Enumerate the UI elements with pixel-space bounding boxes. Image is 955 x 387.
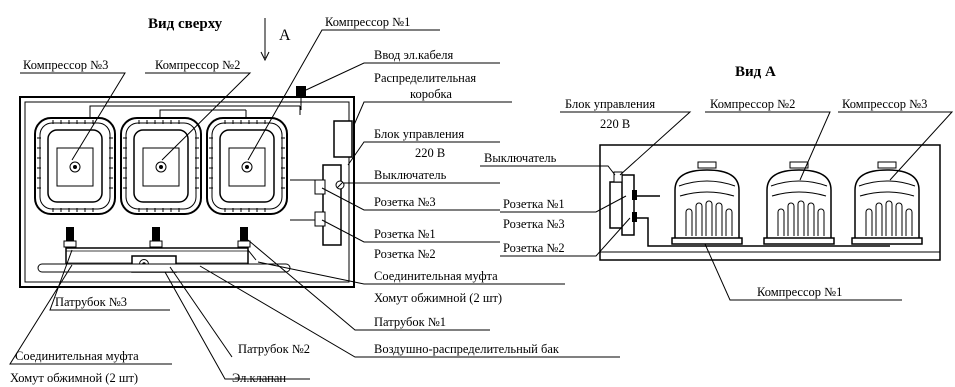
label-nozzle-3: Патрубок №3 xyxy=(55,295,127,309)
switch-side xyxy=(613,171,623,183)
label-socket-3-top: Розетка №3 xyxy=(374,195,436,209)
label-compressor-1-top: Компрессор №1 xyxy=(325,15,410,29)
label-coupling-left: Соединительная муфта xyxy=(15,349,139,363)
compressor-2-top xyxy=(120,117,202,215)
label-socket-3-side: Розетка №3 xyxy=(503,217,565,231)
label-control-unit-1: Блок управления xyxy=(374,127,464,141)
label-compressor-2-side: Компрессор №2 xyxy=(710,97,795,111)
label-junction-box-2: коробка xyxy=(410,87,452,101)
label-compressor-2-top: Компрессор №2 xyxy=(155,58,240,72)
compressor-3-side xyxy=(851,161,923,245)
control-unit-top xyxy=(314,164,345,246)
compressor-1-top xyxy=(206,117,288,215)
label-switch-top: Выключатель xyxy=(374,168,447,182)
label-cable-input: Ввод эл.кабеля xyxy=(374,48,453,62)
label-nozzle-1: Патрубок №1 xyxy=(374,315,446,329)
label-junction-box-1: Распределительная xyxy=(374,71,476,85)
wiring xyxy=(89,105,301,122)
label-compressor-3-top: Компрессор №3 xyxy=(23,58,108,72)
label-air-tank: Воздушно-распределительный бак xyxy=(374,342,560,356)
label-valve: Эл.клапан xyxy=(232,371,286,385)
compressor-2-side xyxy=(763,161,835,245)
cable-input xyxy=(296,86,306,110)
nozzles xyxy=(63,227,251,248)
top-frame-outer xyxy=(19,96,355,288)
label-socket-2-side: Розетка №2 xyxy=(503,241,565,255)
label-socket-1-side: Розетка №1 xyxy=(503,197,565,211)
view-a-title: Вид А xyxy=(735,64,776,80)
top-frame-inner xyxy=(24,101,350,283)
side-frame xyxy=(599,144,941,261)
compressor-1-side xyxy=(671,161,743,245)
compressor-3-top xyxy=(34,117,116,215)
label-compressor-3-side: Компрессор №3 xyxy=(842,97,927,111)
label-socket-2-top: Розетка №2 xyxy=(374,247,436,261)
label-coupling-right: Соединительная муфта xyxy=(374,269,498,283)
junction-box xyxy=(333,120,353,158)
label-socket-1-top: Розетка №1 xyxy=(374,227,436,241)
svg-text:А: А xyxy=(279,27,291,44)
label-control-unit-2: 220 В xyxy=(415,146,445,160)
label-nozzle-2: Патрубок №2 xyxy=(238,342,310,356)
view-a-arrow: А xyxy=(260,18,291,62)
label-compressor-1-side: Компрессор №1 xyxy=(757,285,842,299)
label-clamp-left: Хомут обжимной (2 шт) xyxy=(10,371,138,385)
label-switch-side: Выключатель xyxy=(484,151,557,165)
tank-rail xyxy=(37,263,291,273)
top-view-title: Вид сверху xyxy=(148,16,223,32)
control-unit-side xyxy=(609,171,890,247)
label-control-unit-side-2: 220 В xyxy=(600,117,630,131)
label-clamp-right: Хомут обжимной (2 шт) xyxy=(374,291,502,305)
label-control-unit-side-1: Блок управления xyxy=(565,97,655,111)
